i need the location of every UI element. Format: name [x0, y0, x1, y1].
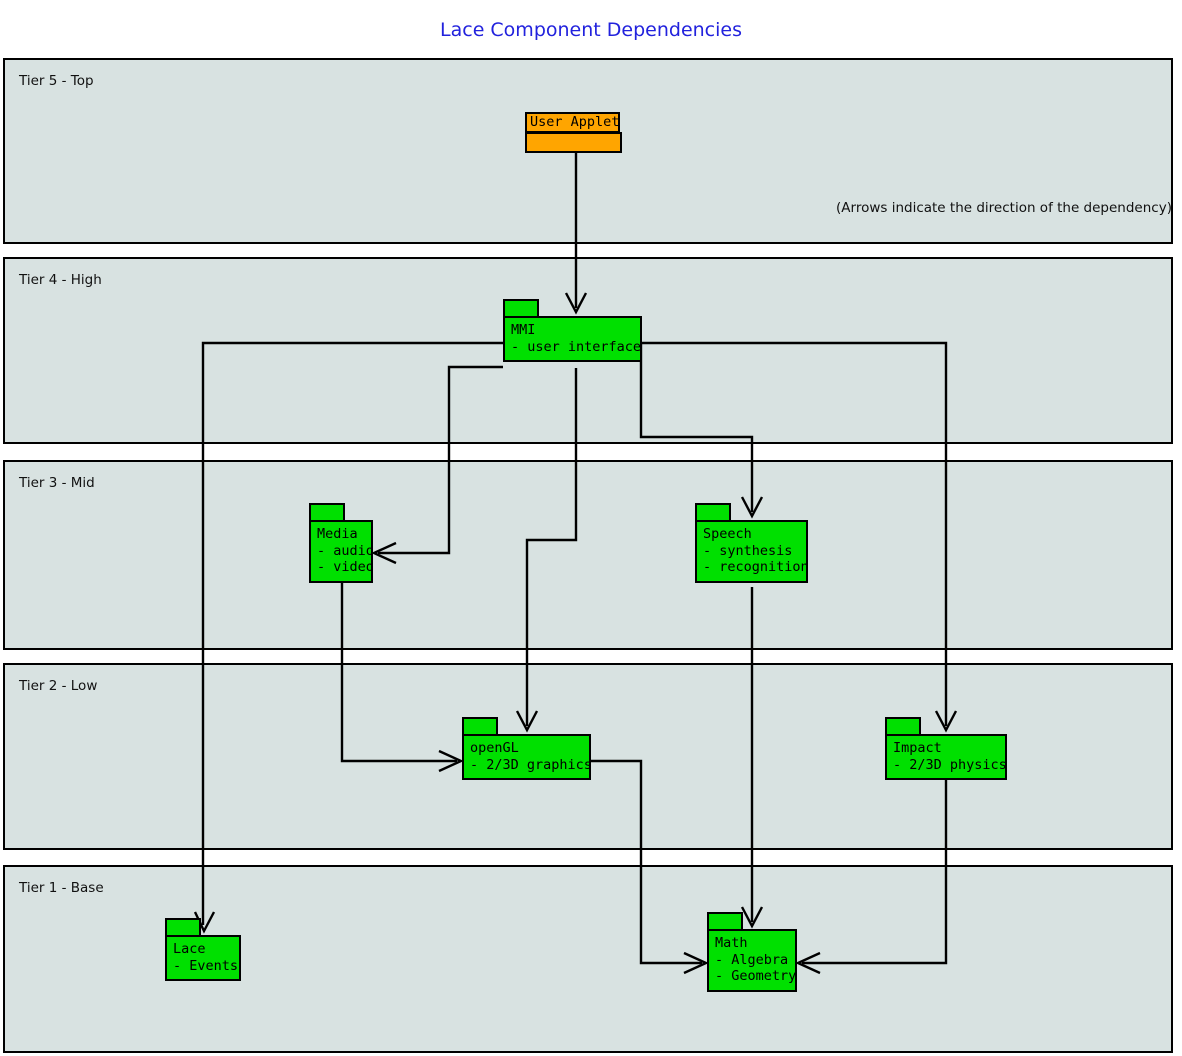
package-lace-body: Lace - Events: [165, 935, 241, 981]
package-speech-item-0: - synthesis: [703, 542, 793, 559]
package-math-item-0: - Algebra: [715, 951, 789, 968]
tier-band-tier-4: Tier 4 - High: [3, 257, 1173, 444]
tier-label-tier-2: Tier 2 - Low: [19, 678, 98, 694]
package-mmi-item-0: - user interface: [511, 338, 642, 355]
package-impact-body: Impact - 2/3D physics: [885, 734, 1007, 780]
package-media-name: Media: [317, 526, 358, 542]
package-lace-item-0: - Events: [173, 957, 239, 974]
tier-label-tier-5: Tier 5 - Top: [19, 73, 94, 89]
package-speech-name: Speech: [703, 526, 752, 542]
page-title: Lace Component Dependencies: [440, 19, 742, 41]
package-opengl-body: openGL - 2/3D graphics: [462, 734, 592, 780]
arrow-direction-note: (Arrows indicate the direction of the de…: [836, 200, 1172, 216]
tier-label-tier-4: Tier 4 - High: [19, 272, 102, 288]
package-math-item-1: - Geometry: [715, 968, 797, 985]
package-speech-item-1: - recognition: [703, 559, 809, 576]
package-media-body: Media - audio - video: [309, 520, 374, 583]
package-media-item-1: - video: [317, 559, 374, 576]
package-opengl-item-0: - 2/3D graphics: [470, 756, 592, 773]
tier-band-tier-1: Tier 1 - Base: [3, 865, 1173, 1053]
package-impact-name: Impact: [893, 740, 942, 756]
package-speech-body: Speech - synthesis - recognition: [695, 520, 809, 583]
package-mmi-body: MMI - user interface: [503, 316, 642, 362]
package-math-body: Math - Algebra - Geometry: [707, 929, 797, 992]
package-math-name: Math: [715, 935, 748, 951]
package-lace-name: Lace: [173, 941, 206, 957]
package-opengl-name: openGL: [470, 740, 519, 756]
package-media-item-0: - audio: [317, 542, 374, 559]
package-mmi-name: MMI: [511, 322, 536, 338]
package-user-applet-body: [525, 132, 622, 153]
package-impact-item-0: - 2/3D physics: [893, 756, 1007, 773]
tier-label-tier-3: Tier 3 - Mid: [19, 475, 95, 491]
tier-label-tier-1: Tier 1 - Base: [19, 880, 104, 896]
package-user-applet-name: User Applet: [525, 112, 620, 133]
tier-band-tier-3: Tier 3 - Mid: [3, 460, 1173, 650]
